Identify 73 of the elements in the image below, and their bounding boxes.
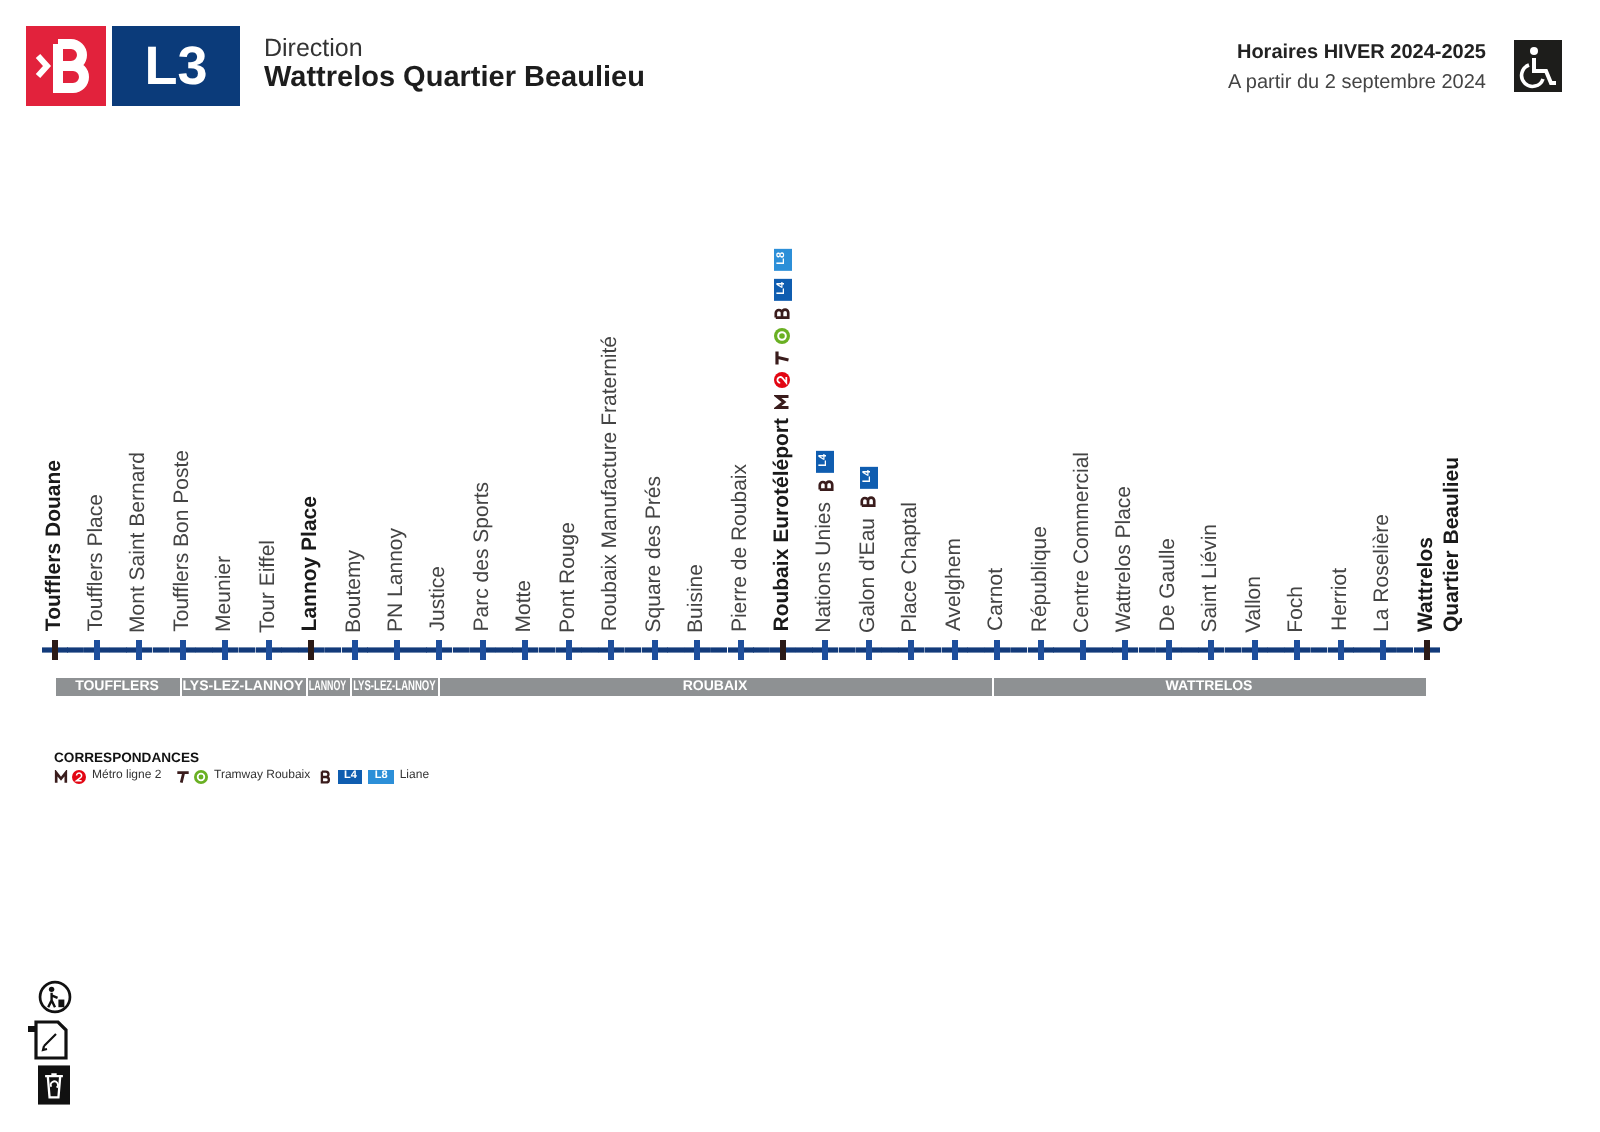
stop-name: De Gaulle [1155,538,1182,632]
stop-name: Pierre de Roubaix [727,463,753,632]
stop-name: Herriot [1327,568,1354,632]
stop-name: PN Lannoy [384,528,410,632]
route-line [1138,647,1156,653]
route-line [753,647,770,653]
route-line [710,647,727,653]
route-line [924,647,942,653]
route-line [495,647,513,653]
stop-name: Vallon [1241,575,1268,632]
route-line [1010,647,1028,653]
schedule-heading: Horaires HIVER 2024-2025 [1236,42,1486,64]
route-line [195,647,213,653]
district-band [993,678,1425,696]
stop-name: Centre Commercial [1070,451,1096,632]
stop-name: Avelghem [941,538,968,632]
stop-name: Buisine [684,563,711,632]
stop-name: Justice [426,566,453,632]
route-line [410,647,427,653]
route-line [581,647,599,653]
stop-name: Boutemy [341,549,368,632]
route-line [624,647,642,653]
route-line [1267,647,1285,653]
route-line [1181,647,1199,653]
stop-name: Square des Prés [641,475,668,632]
route-line [281,647,299,653]
stop-name: Galon d'Eau [855,517,882,632]
line-number-tile: L3 [112,26,240,106]
stop-name: République [1027,525,1054,632]
stop-name: Pont Rouge [555,521,582,632]
route-line [1096,647,1113,653]
route-line [1310,647,1328,653]
route-line [881,647,899,653]
stop-name: Motte [512,579,539,632]
route-line [238,647,256,653]
stop-name: La Roselière [1370,514,1397,632]
stop-name: Foch [1284,585,1311,632]
route-line [795,647,813,653]
route-line [152,647,170,653]
direction-label: Direction [264,34,363,62]
stop-name: Toufflers Place [83,494,110,632]
route-line [967,647,985,653]
stop-name: Wattrelos Place [1112,485,1139,632]
route-line [67,647,84,653]
route-line [1053,647,1070,653]
stop-name: Carnot [984,568,1011,632]
route-line [367,647,384,653]
route-line [1353,647,1371,653]
route-line [324,647,342,653]
stop-name: Parc des Sports [469,482,496,632]
route-line [838,647,856,653]
route-line [109,647,127,653]
route-line [667,647,685,653]
stop-name: Mont Saint Bernard [126,451,153,632]
direction-title: Wattrelos Quartier Beaulieu [264,62,645,94]
stop-name: Roubaix Manufacture Fraternité [598,336,625,632]
stop-name: Nations Unies [812,501,839,632]
stop-name: Tour Eiffel [255,539,282,632]
route-line [452,647,470,653]
stop-name: Roubaix Eurotéléport [769,418,796,632]
stop-name: Wattrelos Quartier Beaulieu [1413,454,1465,632]
stop-name: Place Chaptal [898,501,925,632]
stop-name: Meunier [212,556,239,632]
district-band [55,678,179,696]
stop-name: Toufflers Bon Poste [169,450,196,632]
valid-from-note: A partir du 2 septembre 2024 [1228,72,1486,94]
route-line [1224,647,1242,653]
route-line [538,647,556,653]
district-band [439,678,991,696]
stop-name: Saint Liévin [1198,523,1225,632]
stop-name: Lannoy Place [298,496,325,632]
route-line [1396,647,1413,653]
stop-name: Toufflers Douane [41,460,67,632]
